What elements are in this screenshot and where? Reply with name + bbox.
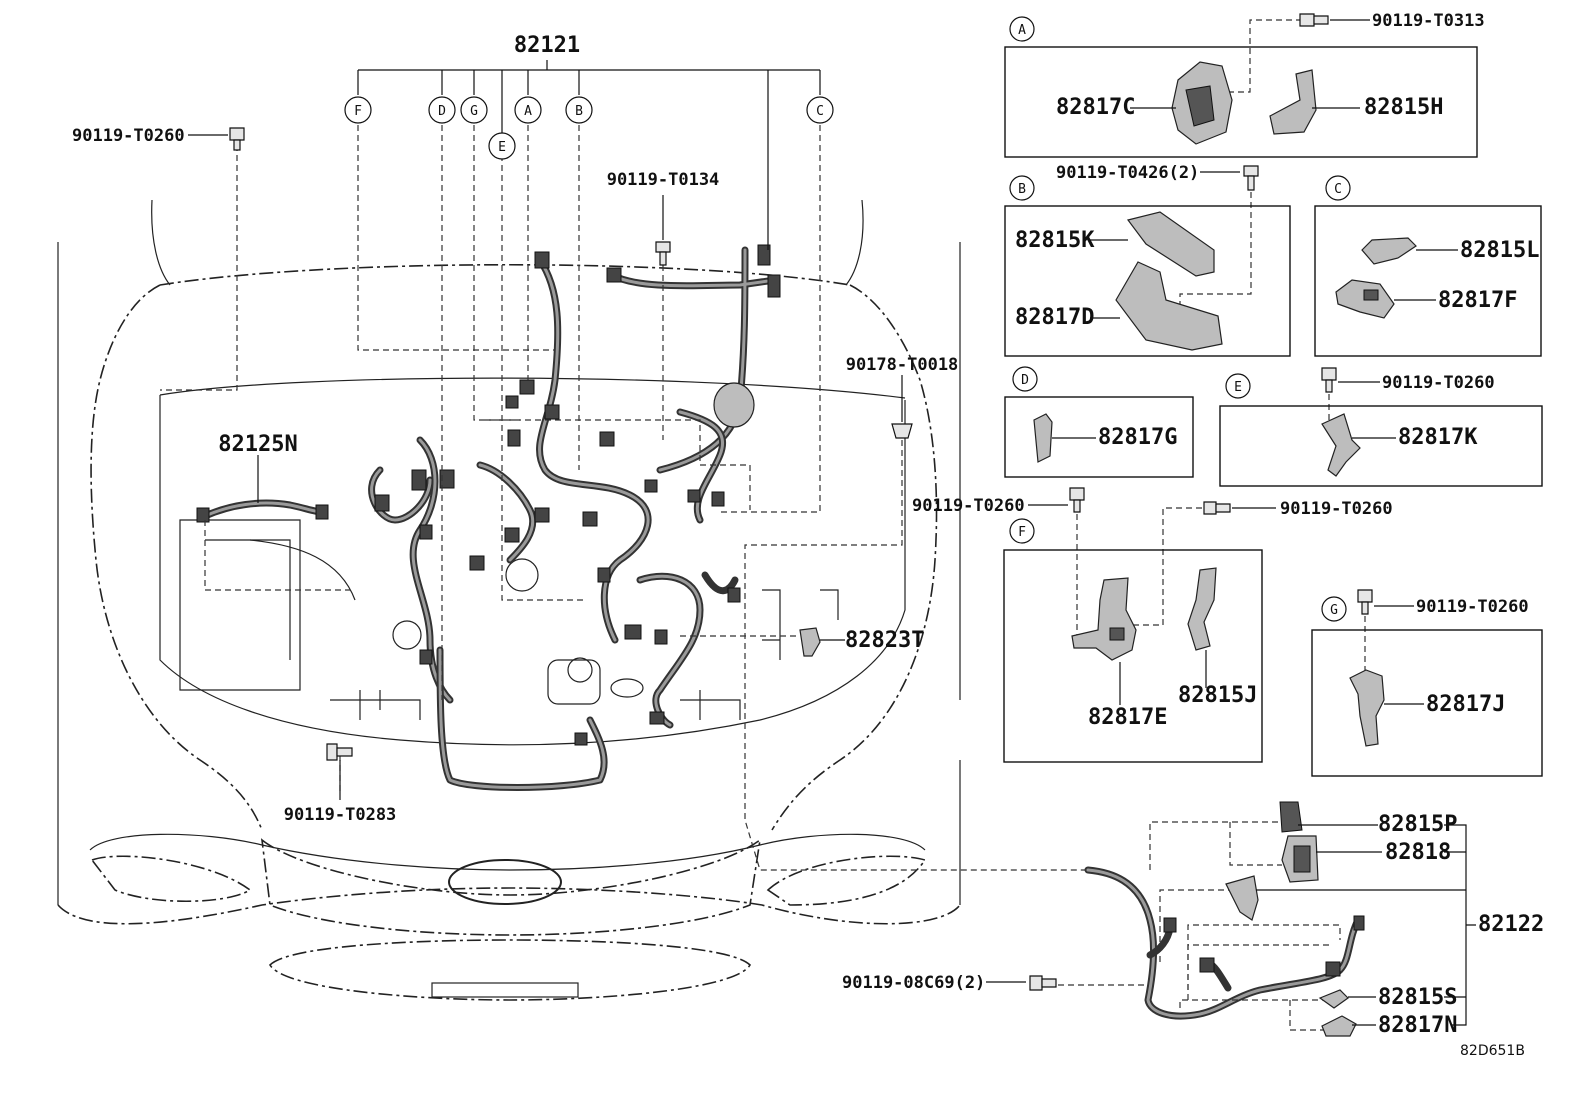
detail-E-bolt-label: 90119-T0260	[1382, 373, 1495, 393]
detail-B: B 90119-T0426(2) 82815K 82817D	[1004, 163, 1291, 357]
detail-F-bolt-right-label: 90119-T0260	[1280, 499, 1393, 519]
callout-E: E	[498, 140, 506, 155]
label-82815P: 82815P	[1378, 812, 1457, 837]
bolt-90119-T0134	[655, 195, 671, 266]
callout-F: F	[354, 104, 362, 119]
detail-G-bolt-label: 90119-T0260	[1416, 597, 1529, 617]
callout-C: C	[816, 104, 824, 119]
label-82122: 82122	[1478, 912, 1544, 937]
label-82815S: 82815S	[1378, 985, 1457, 1010]
harness-82121-bracket	[357, 60, 821, 250]
detail-F-right-label: 82815J	[1178, 683, 1257, 708]
engine-wire-harness-82121	[368, 244, 781, 791]
label-bolt-bottom-left: 90119-T0283	[284, 805, 397, 825]
label-clip-right: 90178-T0018	[846, 355, 959, 375]
detail-C-top-label: 82815L	[1460, 238, 1539, 263]
detail-A: A 90119-T0313 82817C 82815H	[1004, 11, 1485, 158]
label-82125N: 82125N	[218, 432, 297, 457]
emblem-icon	[448, 859, 562, 905]
callout-D: D	[438, 104, 446, 119]
detail-F-letter: F	[1018, 525, 1026, 540]
detail-G: G 90119-T0260 82817J	[1311, 589, 1543, 777]
detail-F: 90119-T0260 90119-T0260 F 82817E 82815J	[912, 487, 1393, 763]
callout-G: G	[470, 104, 478, 119]
protector-82823T-shape	[799, 627, 821, 657]
detail-C-letter: C	[1334, 182, 1342, 197]
label-bolt-top-center: 90119-T0134	[607, 170, 720, 190]
detail-F-bolt-left-label: 90119-T0260	[912, 496, 1025, 516]
bolt-90119-T0283	[326, 743, 353, 800]
detail-B-top-label: 82815K	[1015, 228, 1095, 253]
harness-82125N	[196, 499, 329, 523]
detail-A-left-label: 82817C	[1056, 95, 1135, 120]
detail-C: C 82815L 82817F	[1314, 175, 1542, 357]
label-bolt-bottom: 90119-08C69(2)	[842, 973, 985, 993]
label-82121: 82121	[514, 33, 580, 58]
detail-A-bolt-label: 90119-T0313	[1372, 11, 1485, 31]
label-bolt-top-left: 90119-T0260	[72, 126, 185, 146]
detail-F-left-label: 82817E	[1088, 705, 1167, 730]
detail-E-part-label: 82817K	[1398, 425, 1478, 450]
detail-B-bottom-label: 82817D	[1015, 305, 1094, 330]
detail-B-letter: B	[1018, 182, 1026, 197]
detail-D-part-label: 82817G	[1098, 425, 1177, 450]
callout-A: A	[524, 104, 532, 119]
detail-B-bolt-label: 90119-T0426(2)	[1056, 163, 1199, 183]
label-82823T: 82823T	[845, 628, 924, 653]
clip-90178-T0018	[891, 375, 913, 439]
bolt-90119-T0260-top-left	[188, 127, 245, 151]
detail-G-part-label: 82817J	[1426, 692, 1505, 717]
detail-A-right-label: 82815H	[1364, 95, 1443, 120]
detail-E: E 90119-T0260 82817K	[1219, 367, 1543, 487]
detail-A-letter: A	[1018, 23, 1026, 38]
main-callouts: F D G A B C E	[344, 96, 834, 160]
label-82817N: 82817N	[1378, 1013, 1457, 1038]
label-82818: 82818	[1385, 840, 1451, 865]
bolt-90119-08C69	[986, 975, 1057, 991]
detail-D: D 82817G	[1004, 366, 1194, 478]
detail-C-bottom-label: 82817F	[1438, 288, 1517, 313]
engine-bay-components	[179, 519, 839, 720]
harness-82122-assembly	[1084, 801, 1476, 1037]
detail-G-letter: G	[1330, 603, 1338, 618]
detail-E-letter: E	[1234, 380, 1242, 395]
diagram-id: 82D651B	[1460, 1043, 1525, 1059]
detail-D-letter: D	[1021, 373, 1029, 388]
callout-B: B	[575, 104, 583, 119]
reference-lines	[160, 125, 1150, 986]
